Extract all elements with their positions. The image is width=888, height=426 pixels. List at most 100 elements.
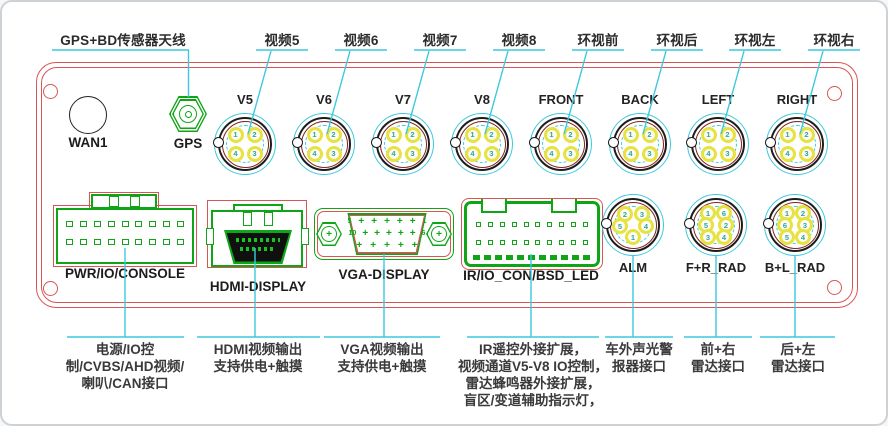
vga-pin-icon: [398, 230, 404, 238]
gps-antenna-port: [169, 96, 207, 132]
ring-dash-fr-rad: [697, 206, 735, 244]
pin-v7-3: 3: [404, 145, 421, 162]
ir-key-notch: [551, 199, 577, 213]
pin-v5-0: 1: [227, 126, 244, 143]
notch-left: [686, 137, 697, 148]
pin-right-0: 1: [779, 126, 796, 143]
connector-label-alm: ALM: [618, 260, 648, 275]
wan1-label: WAN1: [68, 135, 108, 150]
vga-connector-label: VGA-DISPLAY: [338, 267, 430, 282]
vga-pin-icon: [356, 242, 362, 250]
annotation-video8: 视频8: [501, 33, 537, 48]
pin-left-0: 1: [700, 126, 717, 143]
connector-label-v5: V5: [237, 92, 253, 107]
wan1-antenna-port: [69, 96, 107, 134]
annotation-video5: 视频5: [264, 33, 300, 48]
vga-pin-icon: [384, 242, 390, 250]
ring-dash-left: [699, 125, 737, 163]
pin-v6-3: 3: [325, 145, 342, 162]
pin-v6-1: 2: [325, 126, 342, 143]
pin-bl-rad-4: 5: [779, 229, 795, 245]
hdmi-latch-slot: [243, 212, 252, 226]
ir-connector-label: IR/IO_CON/BSD_LED: [463, 268, 599, 283]
pin-back-0: 1: [622, 126, 639, 143]
pin-front-0: 1: [543, 126, 560, 143]
notch-fr-rad: [684, 218, 695, 229]
hdmi-side-wing: [301, 228, 309, 245]
pin-left-1: 2: [719, 126, 736, 143]
description-pwr: 电源/IO控 制/CVBS/AHD视频/ 喇叭/CAN接口: [65, 342, 185, 391]
vga-pin-icon: [374, 230, 380, 238]
vga-pin-number: 6: [421, 230, 426, 237]
vga-pin-icon: [412, 242, 418, 250]
device-panel-border-inner: [41, 67, 853, 303]
screw-cross-icon: [321, 226, 337, 242]
notch-bl-rad: [763, 218, 774, 229]
annotation-surround-left: 环视左: [734, 33, 776, 48]
pin-v8-0: 1: [464, 126, 481, 143]
screw-hole-bottom-right: [827, 280, 842, 295]
annotation-surround-front: 环视前: [577, 33, 619, 48]
pin-alm-4: 1: [625, 229, 641, 245]
vga-pin-number: 10: [348, 230, 357, 237]
notch-back: [608, 137, 619, 148]
connector-label-v6: V6: [316, 92, 332, 107]
vga-pin-icon: [386, 230, 392, 238]
vga-pin-icon: [358, 218, 364, 226]
pin-v8-2: 4: [464, 145, 481, 162]
pin-v7-0: 1: [385, 126, 402, 143]
pin-right-2: 4: [779, 145, 796, 162]
ir-pin-row-1: [476, 222, 588, 227]
connector-label-left: LEFT: [701, 92, 735, 107]
ring-dash-right: [778, 125, 816, 163]
pwr-connector-label: PWR/IO/CONSOLE: [64, 266, 186, 281]
notch-front: [529, 137, 540, 148]
description-alm: 车外声光警 报器接口: [605, 342, 673, 374]
pwr-latch-slot: [130, 196, 140, 207]
pwr-connector-latch: [89, 192, 159, 211]
pin-v8-1: 2: [483, 126, 500, 143]
vga-pin-icon: [370, 242, 376, 250]
pin-left-3: 3: [719, 145, 736, 162]
hdmi-connector-label: HDMI-DISPLAY: [209, 279, 307, 294]
pin-bl-rad-5: 4: [795, 229, 811, 245]
vga-pin-row-2: 10 6: [348, 230, 426, 238]
pin-v8-3: 3: [483, 145, 500, 162]
vga-pin-row-1: 5 1: [347, 218, 426, 226]
vga-screw-post-right: [426, 222, 452, 246]
screw-hole-top-left: [43, 84, 58, 99]
vga-pin-icon: [397, 218, 403, 226]
pin-fr-rad-4: 3: [700, 229, 716, 245]
pin-back-1: 2: [641, 126, 658, 143]
description-vga: VGA视频输出 支持供电+触摸: [337, 342, 427, 374]
pin-v6-2: 4: [306, 145, 323, 162]
pin-right-1: 2: [798, 126, 815, 143]
screw-cross-icon: [431, 226, 447, 242]
pin-v6-0: 1: [306, 126, 323, 143]
vga-screw-post-left: [316, 222, 342, 246]
vga-pin-icon: [384, 218, 390, 226]
ring-dash-v7: [384, 125, 422, 163]
screw-hole-top-right: [827, 86, 842, 101]
gps-label: GPS: [173, 136, 203, 151]
screw-hole-bottom-left: [43, 281, 58, 296]
pin-fr-rad-5: 4: [716, 229, 732, 245]
pin-v7-2: 4: [385, 145, 402, 162]
connector-label-v7: V7: [395, 92, 411, 107]
notch-right: [765, 137, 776, 148]
description-hdmi: HDMI视频输出 支持供电+触摸: [213, 342, 303, 374]
ring-dash-bl-rad: [776, 206, 814, 244]
hdmi-socket: [224, 230, 292, 264]
pin-v7-1: 2: [404, 126, 421, 143]
description-fr-rad: 前+右 雷达接口: [691, 342, 745, 374]
pwr-pin-row-2: [66, 239, 184, 245]
vga-pin-icon: [371, 218, 377, 226]
